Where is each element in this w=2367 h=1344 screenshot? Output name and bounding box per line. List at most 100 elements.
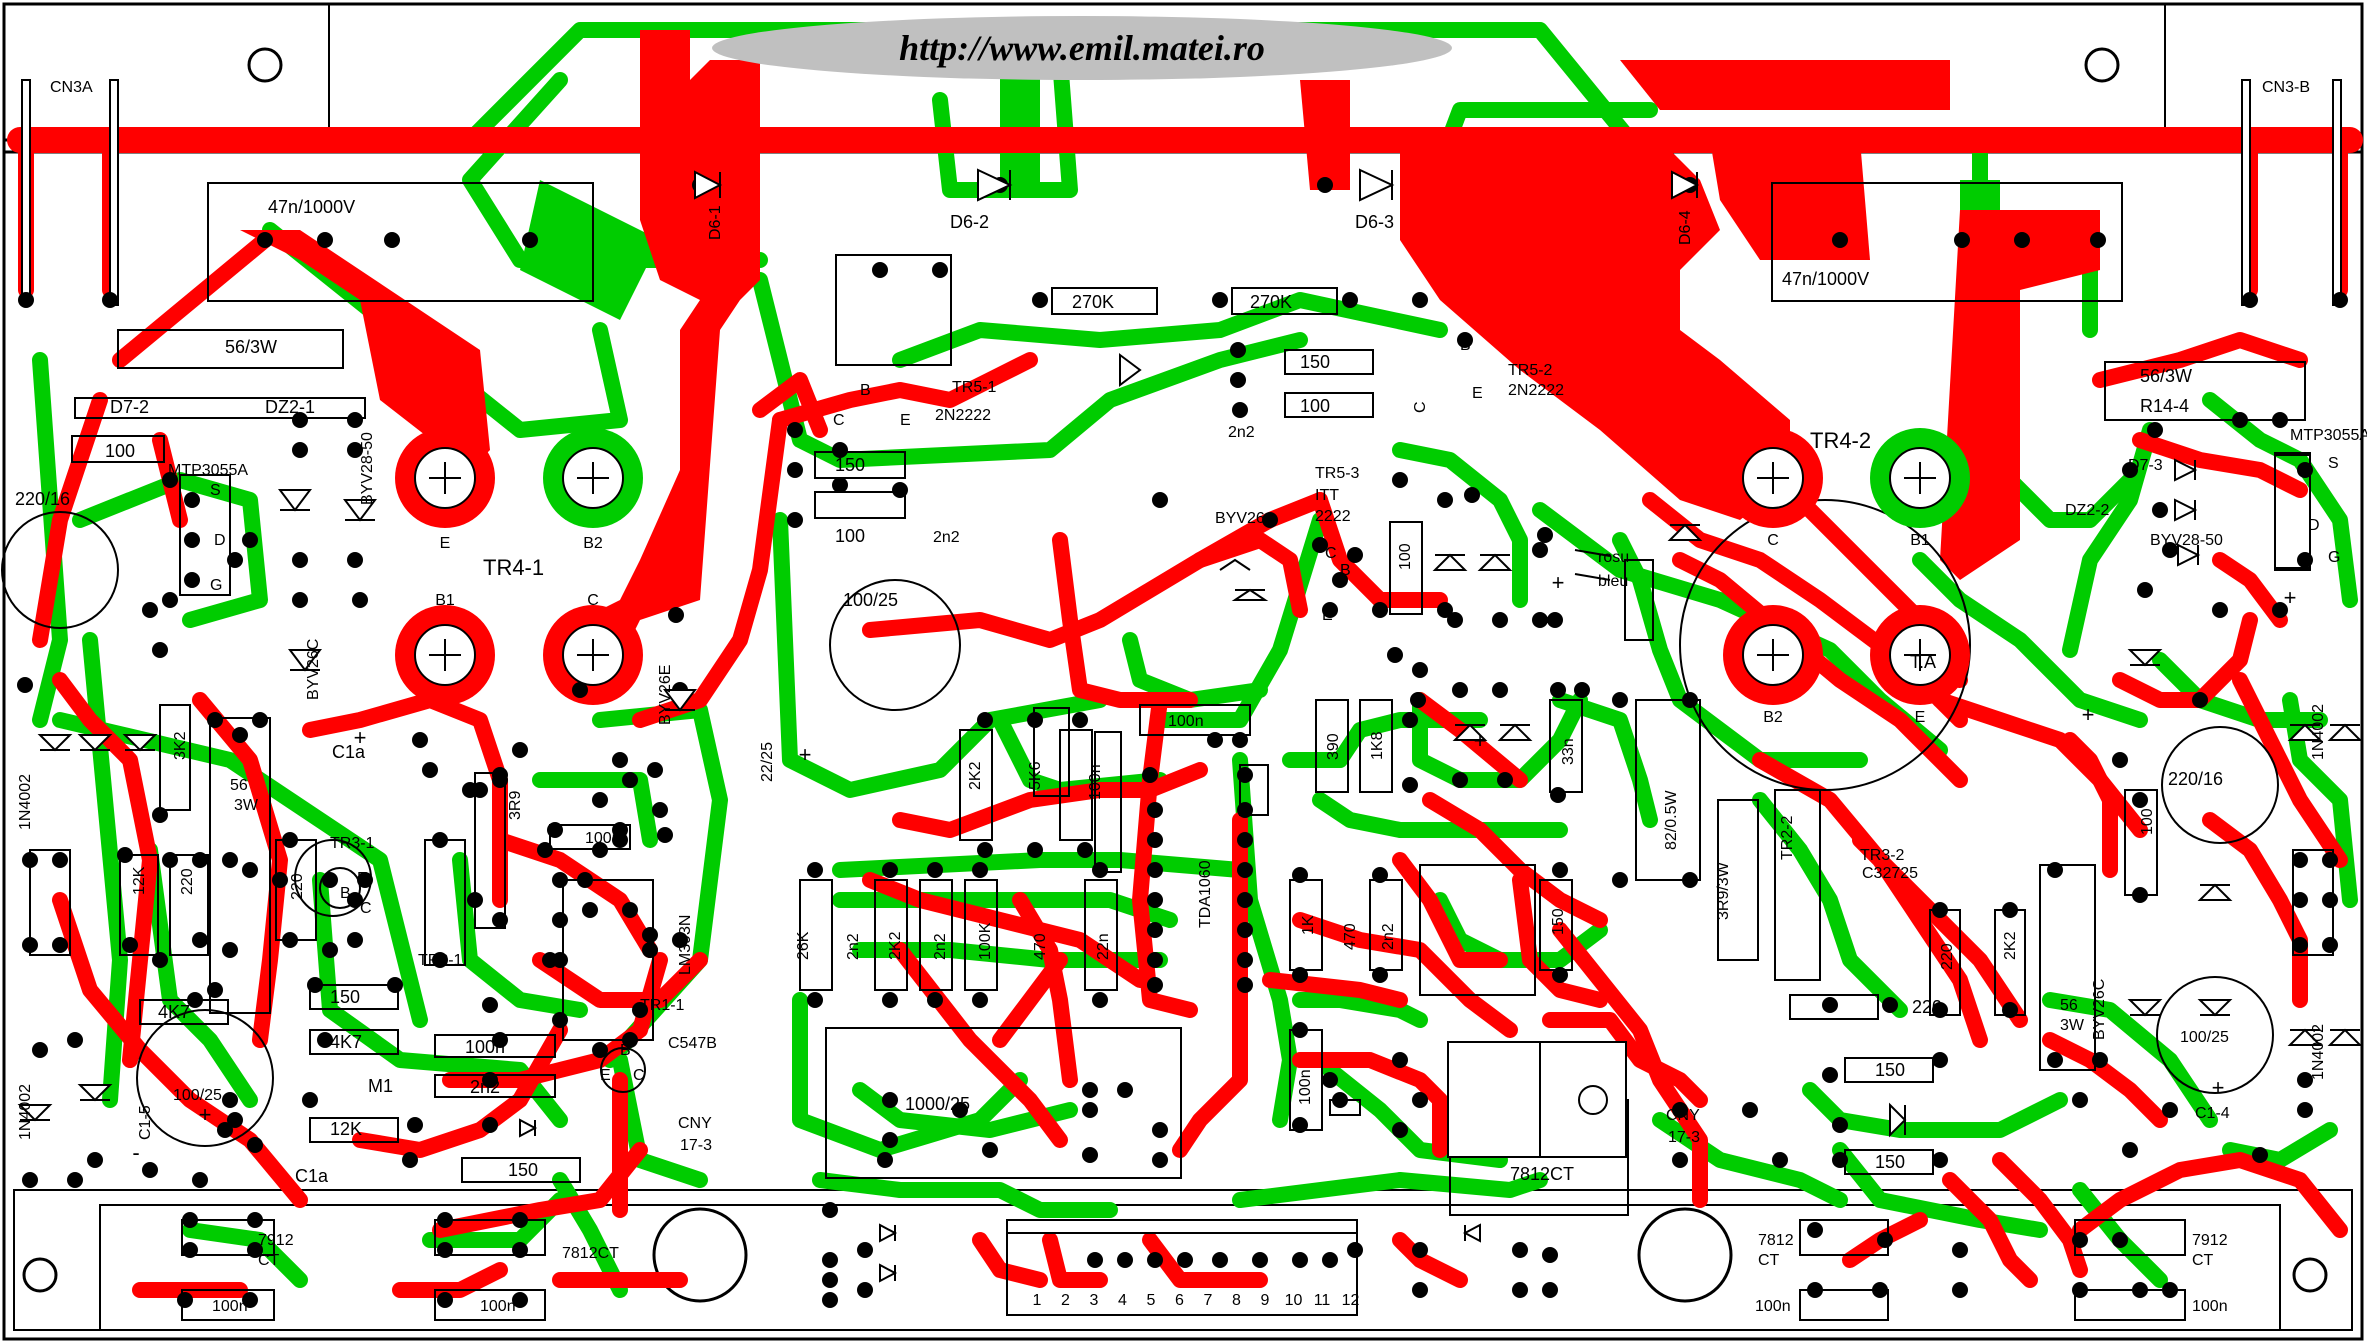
pcb-label-tr2-1: TR2-1 (418, 952, 463, 969)
solder-pad (882, 992, 898, 1008)
pcb-label-bleu: bleu (1598, 573, 1628, 590)
solder-pads (17, 177, 2348, 1308)
solder-pad (1437, 602, 1453, 618)
solder-pad (52, 852, 68, 868)
solder-pad (1117, 1082, 1133, 1098)
solder-pad (1317, 177, 1333, 193)
red-pour-left-cap (240, 230, 490, 470)
solder-pad (1072, 712, 1088, 728)
pcb-label-r150-b: 150 (330, 987, 360, 1007)
solder-pad (422, 762, 438, 778)
pcb-label-mtp-r: MTP3055A (2290, 427, 2367, 444)
pcb-label-tr1-1-type: C547B (668, 1035, 717, 1052)
pcb-label-c2n2-c: 2n2 (845, 933, 862, 960)
solder-pad (1464, 487, 1480, 503)
solder-pad (322, 872, 338, 888)
solder-pad (512, 742, 528, 758)
solder-pad (857, 1242, 873, 1258)
solder-pad (117, 847, 133, 863)
pcb-label-c: C (633, 1067, 645, 1084)
pcb-label-r270k-a: 270K (1072, 292, 1114, 312)
pcb-label-r2k2-b: 2K2 (887, 931, 904, 960)
pcb-label-r220-r2: 220 (1912, 997, 1942, 1017)
solder-pad (247, 1212, 263, 1228)
pcb-label-r3w-l: 3W (234, 797, 259, 814)
solder-pad (2292, 852, 2308, 868)
pcb-label-c220-r: 220/16 (2168, 769, 2223, 789)
pcb-label-plus: + (146, 598, 159, 623)
solder-pad (1807, 1282, 1823, 1298)
pcb-label-ta: T.A (1910, 652, 1936, 672)
pcb-label-r150-mid: 150 (1550, 908, 1567, 935)
solder-pad (402, 1152, 418, 1168)
solder-pad (2192, 692, 2208, 708)
terminal-number: 6 (1175, 1292, 1184, 1309)
solder-pad (927, 992, 943, 1008)
solder-pad (1492, 682, 1508, 698)
solder-pad (2292, 937, 2308, 953)
solder-pad (1550, 682, 1566, 698)
pcb-label-c: C (1325, 545, 1337, 562)
solder-pad (467, 892, 483, 908)
pcb-label-r7812-l: 7812CT (562, 1245, 619, 1262)
solder-pad (1807, 1222, 1823, 1238)
solder-pad (512, 1242, 528, 1258)
solder-pad (832, 477, 848, 493)
red-pour-right-cap (1710, 140, 1870, 260)
solder-pad (292, 552, 308, 568)
solder-pad (1412, 1242, 1428, 1258)
solder-pad (1237, 862, 1253, 878)
solder-pad (152, 952, 168, 968)
solder-pad (2122, 462, 2138, 478)
solder-pad (412, 732, 428, 748)
pcb-label-c22-25: 22/25 (759, 742, 776, 782)
pcb-label-right: 47n/1000V (1782, 269, 1869, 289)
pcb-label-r100-left: 100 (105, 441, 135, 461)
solder-pad (1237, 952, 1253, 968)
solder-pad (1954, 232, 1970, 248)
solder-pad (512, 1292, 528, 1308)
pcb-label-tr5-1: TR5-1 (952, 379, 997, 396)
pcb-label-g: G (210, 577, 222, 594)
pcb-label-r390: 390 (1325, 733, 1342, 760)
solder-pad (1612, 692, 1628, 708)
solder-pad (1092, 992, 1108, 1008)
solder-pad (632, 1002, 648, 1018)
pcb-label-r26k: 26K (795, 931, 812, 960)
solder-pad (162, 852, 178, 868)
solder-pad (1612, 872, 1628, 888)
solder-pad (1452, 682, 1468, 698)
solder-pad (1332, 572, 1348, 588)
solder-pad (2112, 1232, 2128, 1248)
solder-pad (1372, 967, 1388, 983)
pcb-label-b2: B2 (583, 535, 603, 552)
solder-pad (307, 977, 323, 993)
solder-pad (832, 442, 848, 458)
solder-pad (492, 1032, 508, 1048)
pcb-label-c100n-v: 100n (1087, 764, 1104, 800)
solder-pad (647, 762, 663, 778)
solder-pad (87, 1152, 103, 1168)
solder-pad (857, 1282, 873, 1298)
pcb-label-g: G (2328, 549, 2340, 566)
solder-pad (1212, 1252, 1228, 1268)
regulator-7812-tab (1539, 1041, 1627, 1158)
solder-pad (522, 232, 538, 248)
pcb-label-ct-r: CT (1758, 1252, 1780, 1269)
pcb-label-ct-r2: CT (2192, 1252, 2214, 1269)
solder-pad (1292, 1022, 1308, 1038)
solder-pad (1412, 662, 1428, 678)
pcb-label-e: E (900, 412, 911, 429)
pad-crosses (429, 462, 1936, 671)
pcb-label-tr3-2-type: C32725 (1862, 865, 1918, 882)
solder-pad (547, 822, 563, 838)
pcb-label-r100-tr53: 100 (1397, 543, 1414, 570)
url-banner (712, 16, 1452, 80)
pcb-label-c2n2-b: 2n2 (1228, 424, 1255, 441)
solder-pad (22, 852, 38, 868)
pcb-label-r150-tr52: 150 (835, 455, 865, 475)
pcb-label-r56-3w-l: 56 (230, 777, 248, 794)
pcb-label-c1a-top: C1a (332, 742, 366, 762)
pcb-label-dz2-1: DZ2-1 (265, 397, 315, 417)
